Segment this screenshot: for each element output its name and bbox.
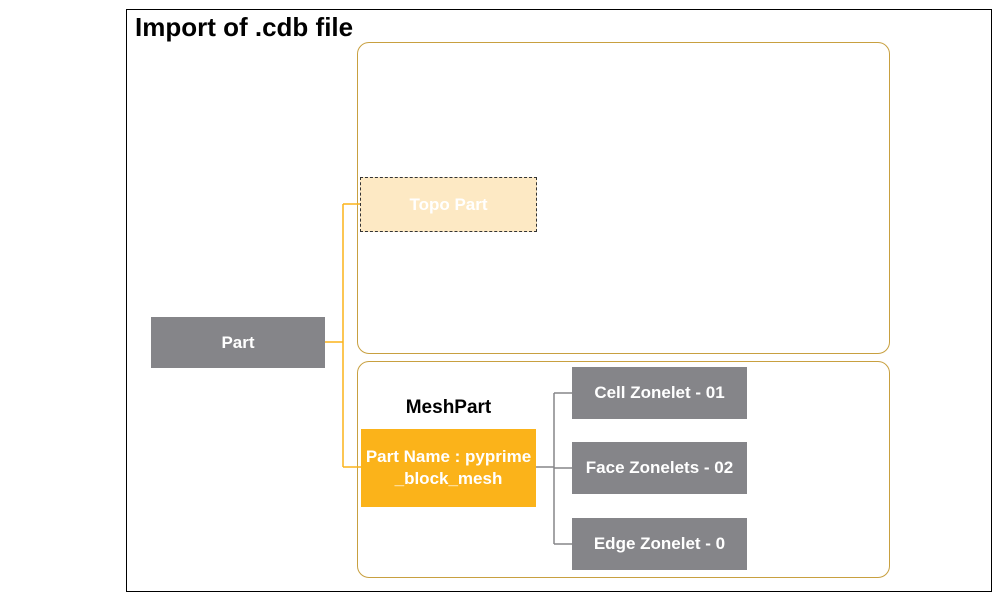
topo-part-panel bbox=[357, 42, 890, 354]
topo-part-label: Topo Part bbox=[409, 194, 488, 214]
mesh-part-name-label: Part Name : pyprime_block_mesh bbox=[365, 447, 532, 488]
part-node-label: Part bbox=[221, 332, 255, 352]
cell-zonelet-label: Cell Zonelet - 01 bbox=[594, 383, 725, 402]
edge-zonelet-label: Edge Zonelet - 0 bbox=[593, 534, 726, 553]
face-zonelets-label: Face Zonelets - 02 bbox=[585, 458, 734, 477]
cell-zonelet-node: Cell Zonelet - 01 bbox=[572, 367, 747, 419]
topo-part-node: Topo Part bbox=[360, 177, 537, 232]
part-node: Part bbox=[151, 317, 325, 368]
diagram-title: Import of .cdb file bbox=[135, 12, 354, 42]
mesh-part-panel bbox=[357, 361, 890, 578]
edge-zonelet-node: Edge Zonelet - 0 bbox=[572, 518, 747, 570]
mesh-part-node: Part Name : pyprime_block_mesh bbox=[361, 429, 536, 507]
diagram-frame bbox=[126, 9, 992, 592]
face-zonelets-node: Face Zonelets - 02 bbox=[572, 442, 747, 494]
meshpart-heading: MeshPart bbox=[405, 397, 492, 418]
